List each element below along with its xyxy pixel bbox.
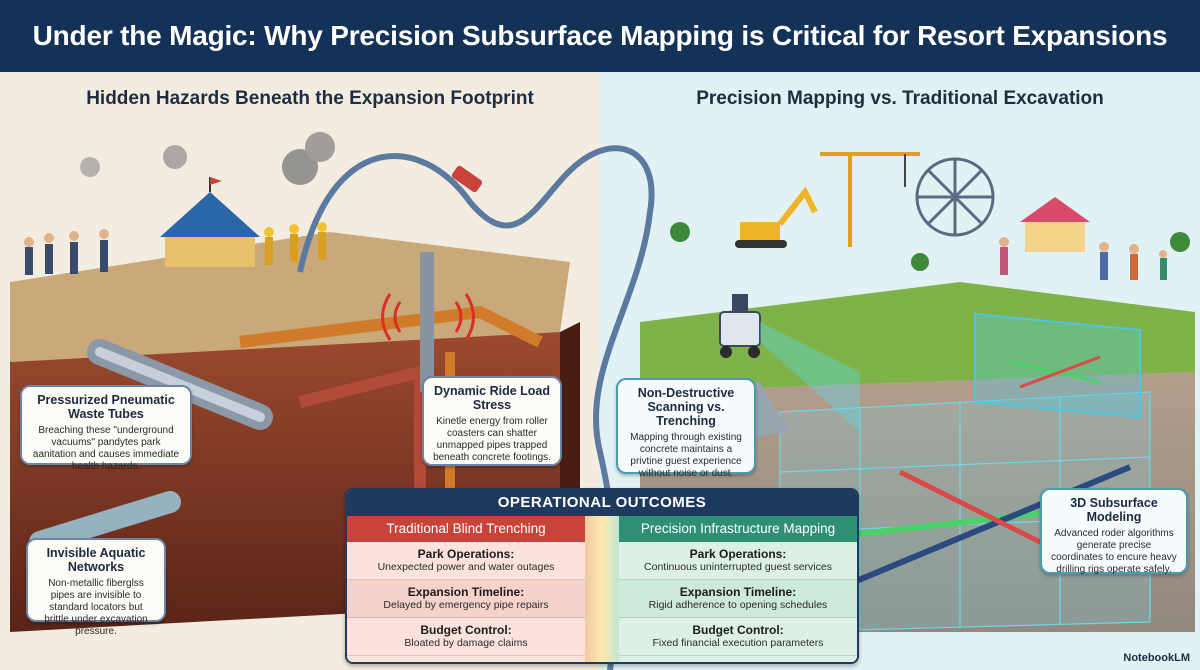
ride-support-column bbox=[420, 252, 434, 392]
outcome-key: Budget Control: bbox=[692, 623, 784, 637]
callout-body: Breaching these "underground vacuums" pa… bbox=[32, 425, 180, 472]
callout-3d-modeling: 3D Subsurface Modeling Advanced roder al… bbox=[1040, 488, 1188, 575]
outcome-value: Continuous uninterrupted guest services bbox=[644, 561, 832, 573]
page-title: Under the Magic: Why Precision Subsurfac… bbox=[32, 20, 1168, 51]
outcome-value: Fixed financial execution parameters bbox=[652, 637, 824, 649]
outcomes-heading: OPERATIONAL OUTCOMES bbox=[347, 490, 857, 516]
operational-outcomes-panel: OPERATIONAL OUTCOMES Traditional Blind T… bbox=[345, 488, 859, 664]
hologram-display-icon bbox=[974, 312, 1141, 419]
callout-pneumatic-tubes: Pressurized Pneumatic Waste Tubes Breach… bbox=[20, 385, 192, 472]
vibration-waves-icon bbox=[381, 293, 475, 341]
title-banner bbox=[0, 0, 1200, 72]
outcome-key: Park Operations: bbox=[689, 547, 787, 561]
callout-heading: Dynamic Ride Load Stress bbox=[434, 384, 550, 412]
circus-tent-icon bbox=[160, 177, 260, 267]
outcome-row: Park Operations: Continuous uninterrupte… bbox=[619, 542, 857, 580]
callout-ride-load: Dynamic Ride Load Stress Kinetle energy … bbox=[422, 376, 562, 466]
callout-heading: Non-Destructive Scanning vs. Trenching bbox=[637, 386, 735, 428]
outcome-value: Unexpected power and water outages bbox=[377, 561, 555, 573]
fiberglass-pipe bbox=[29, 491, 181, 553]
families-group-icon bbox=[999, 237, 1167, 280]
callout-body: Mapping through existing concrete mainta… bbox=[630, 432, 742, 479]
outcome-key: Park Operations: bbox=[417, 547, 515, 561]
right-ground-surface bbox=[640, 282, 1195, 392]
traditional-column-title: Traditional Blind Trenching bbox=[347, 516, 585, 542]
callout-body: Non-metallic fiberglss pipes are invisib… bbox=[44, 578, 148, 637]
guests-group-icon bbox=[24, 229, 109, 275]
outcome-row: Park Operations: Unexpected power and wa… bbox=[347, 542, 585, 580]
outcome-row: Expansion Timeline: Delayed by emergency… bbox=[347, 580, 585, 618]
crane-icon bbox=[820, 152, 920, 247]
carousel-icon bbox=[1020, 197, 1090, 252]
robot-scanner-icon bbox=[719, 294, 860, 432]
excavator-icon bbox=[735, 186, 818, 248]
callout-heading: 3D Subsurface Modeling bbox=[1070, 496, 1158, 524]
workers-group-icon bbox=[264, 222, 327, 265]
outcome-value: Bloated by damage claims bbox=[404, 637, 528, 649]
outcome-key: Expansion Timeline: bbox=[679, 585, 797, 599]
outcome-value: Delayed by emergency pipe repairs bbox=[383, 599, 549, 611]
precision-column: Precision Infrastructure Mapping Park Op… bbox=[619, 516, 857, 662]
callout-heading: Pressurized Pneumatic Waste Tubes bbox=[37, 393, 175, 421]
outcome-row: Expansion Timeline: Rigid adherence to o… bbox=[619, 580, 857, 618]
callout-aquatic-networks: Invisible Aquatic Networks Non-metallic … bbox=[26, 538, 166, 637]
coaster-divider bbox=[585, 516, 619, 662]
outcome-row: Budget Control: Bloated by damage claims bbox=[347, 618, 585, 656]
trees-icon bbox=[670, 222, 1190, 271]
brand-watermark: NotebookLM bbox=[1123, 652, 1190, 664]
outcome-key: Budget Control: bbox=[420, 623, 512, 637]
callout-nondestructive-scanning: Non-Destructive Scanning vs. Trenching M… bbox=[616, 378, 756, 479]
precision-column-title: Precision Infrastructure Mapping bbox=[619, 516, 857, 542]
ferris-wheel-icon bbox=[915, 157, 995, 237]
callout-body: Kinetle energy from roller coasters can … bbox=[433, 416, 551, 463]
outcome-key: Expansion Timeline: bbox=[407, 585, 525, 599]
left-section-title: Hidden Hazards Beneath the Expansion Foo… bbox=[86, 88, 534, 109]
coaster-car-icon bbox=[451, 165, 483, 193]
callout-body: Advanced roder algorithms generate preci… bbox=[1051, 528, 1177, 575]
roller-coaster-track bbox=[297, 145, 655, 670]
traditional-column: Traditional Blind Trenching Park Operati… bbox=[347, 516, 585, 662]
outcome-value: Rigid adherence to opening schedules bbox=[648, 599, 828, 611]
callout-heading: Invisible Aquatic Networks bbox=[46, 546, 146, 574]
pneumatic-tube-pipe bbox=[87, 339, 273, 430]
outcome-row: Budget Control: Fixed financial executio… bbox=[619, 618, 857, 656]
smoke-icon bbox=[80, 132, 335, 185]
right-section-title: Precision Mapping vs. Traditional Excava… bbox=[696, 88, 1104, 109]
